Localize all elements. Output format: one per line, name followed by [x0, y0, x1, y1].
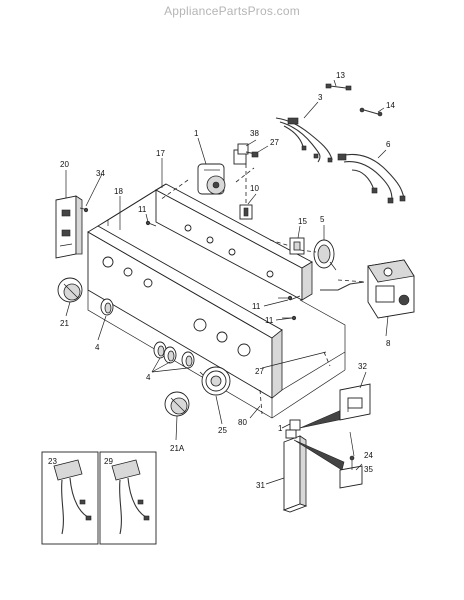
callout-leaders	[65, 79, 389, 485]
callout-23: 23	[48, 457, 57, 466]
callout-27-bottom: 27	[255, 367, 264, 376]
callout-arrows	[293, 407, 349, 471]
callout-11-left: 11	[138, 205, 147, 214]
pressure-switch	[289, 237, 305, 255]
callout-10: 10	[250, 184, 259, 193]
dashed-leaders	[159, 164, 367, 415]
callout-1: 1	[194, 129, 199, 138]
console-panel	[87, 225, 283, 399]
callout-35: 35	[364, 465, 373, 474]
callout-18: 18	[114, 187, 123, 196]
knobs-4-group	[153, 341, 195, 369]
callout-17: 17	[156, 149, 165, 158]
callout-27-top: 27	[270, 138, 279, 147]
inlet-valve-assembly	[320, 259, 415, 319]
knob-21	[57, 277, 83, 303]
callout-38: 38	[250, 129, 259, 138]
callout-11-mid: 11	[252, 302, 261, 311]
callout-14: 14	[386, 101, 395, 110]
knob-21a	[164, 391, 190, 417]
connector-14	[359, 107, 383, 117]
timer	[197, 163, 226, 195]
small-bracket-1b	[285, 419, 301, 439]
callout-24: 24	[364, 451, 373, 460]
callout-31: 31	[256, 481, 265, 490]
harness-bracket-31	[282, 435, 308, 513]
knob-4-single	[100, 298, 114, 316]
callout-15: 15	[298, 217, 307, 226]
site-watermark: AppliancePartsPros.com	[164, 4, 300, 18]
callout-4-group: 4	[146, 373, 151, 382]
callout-29: 29	[104, 457, 113, 466]
callout-25: 25	[218, 426, 227, 435]
callout-20: 20	[60, 160, 69, 169]
detail-24-35	[339, 455, 363, 489]
detail-32	[339, 383, 371, 421]
wire-harness-3	[275, 117, 333, 163]
inset-box-23	[41, 451, 99, 545]
connector-top	[251, 151, 259, 158]
callout-4-single: 4	[95, 343, 100, 352]
selector-switch	[239, 204, 253, 220]
callout-5: 5	[320, 215, 325, 224]
inset-box-29	[99, 451, 157, 545]
callout-34: 34	[96, 169, 105, 178]
wire-harness-6	[337, 153, 406, 204]
callout-11-low: 11	[265, 316, 274, 325]
callout-1-detail: 1	[278, 424, 283, 433]
switch	[233, 143, 257, 165]
base-outline	[87, 290, 346, 419]
connector-13	[325, 83, 352, 91]
callout-labels: 13 14 3 6 1 38 27 17 34 20 18 11 10 15 5…	[48, 71, 395, 490]
callout-13: 13	[336, 71, 345, 80]
callout-21a: 21A	[170, 444, 185, 453]
console-side	[97, 183, 167, 227]
callout-3: 3	[318, 93, 323, 102]
callout-21: 21	[60, 319, 69, 328]
water-level-switch	[313, 239, 337, 271]
dial-25	[201, 366, 231, 396]
callout-8: 8	[386, 339, 391, 348]
callout-80: 80	[238, 418, 247, 427]
callout-6: 6	[386, 140, 391, 149]
callout-32: 32	[358, 362, 367, 371]
bracket-20	[55, 195, 83, 259]
